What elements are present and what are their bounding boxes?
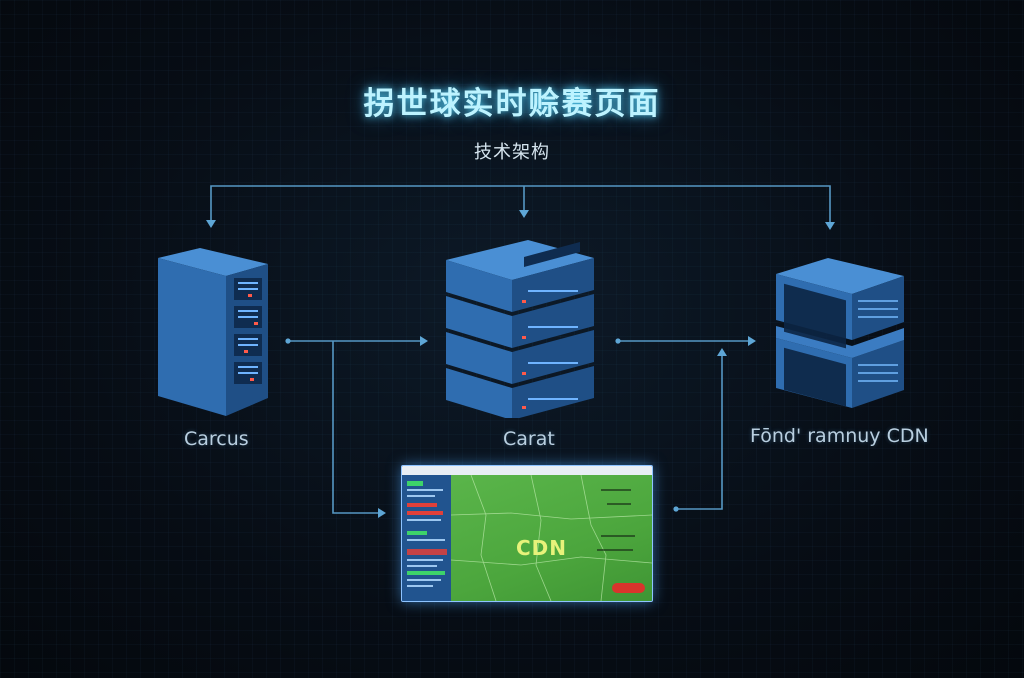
arrow-center-drop bbox=[519, 210, 529, 218]
arrow-into-center-left bbox=[420, 336, 428, 346]
cdn-map bbox=[450, 474, 652, 601]
top-bus-line bbox=[210, 185, 831, 224]
arrow-right-drop bbox=[825, 222, 835, 230]
right-to-dashboard-link bbox=[676, 352, 723, 510]
diagram-subtitle: 技术架构 bbox=[474, 142, 550, 163]
node-label-right: Fōnd' ramnuy CDN bbox=[750, 425, 929, 447]
connector-dot-left bbox=[285, 338, 291, 344]
arrow-into-dashboard-left bbox=[378, 508, 386, 518]
connector-dot-center bbox=[615, 338, 621, 344]
cdn-server-icon bbox=[776, 258, 904, 408]
map-borders bbox=[450, 474, 652, 601]
arrow-left-drop bbox=[206, 220, 216, 228]
rack-server-icon bbox=[446, 240, 594, 418]
node-label-left: Carcus bbox=[184, 428, 249, 450]
sidebar-widgets bbox=[407, 481, 447, 587]
dashboard-toolbar bbox=[402, 466, 652, 475]
cdn-dashboard-window bbox=[401, 465, 653, 602]
connector-dot-dashboard bbox=[673, 506, 679, 512]
map-label-cdn: CDN bbox=[516, 536, 568, 560]
node-label-center: Carat bbox=[503, 428, 555, 450]
diagram-title: 拐世球实时赊赛页面 bbox=[363, 86, 661, 122]
tower-server-icon bbox=[158, 248, 268, 416]
dashboard-red-pill bbox=[612, 583, 645, 593]
dashboard-sidebar bbox=[402, 475, 451, 601]
arrow-right-up bbox=[717, 348, 727, 356]
arrow-into-right bbox=[748, 336, 756, 346]
left-to-dashboard-link bbox=[332, 341, 382, 514]
